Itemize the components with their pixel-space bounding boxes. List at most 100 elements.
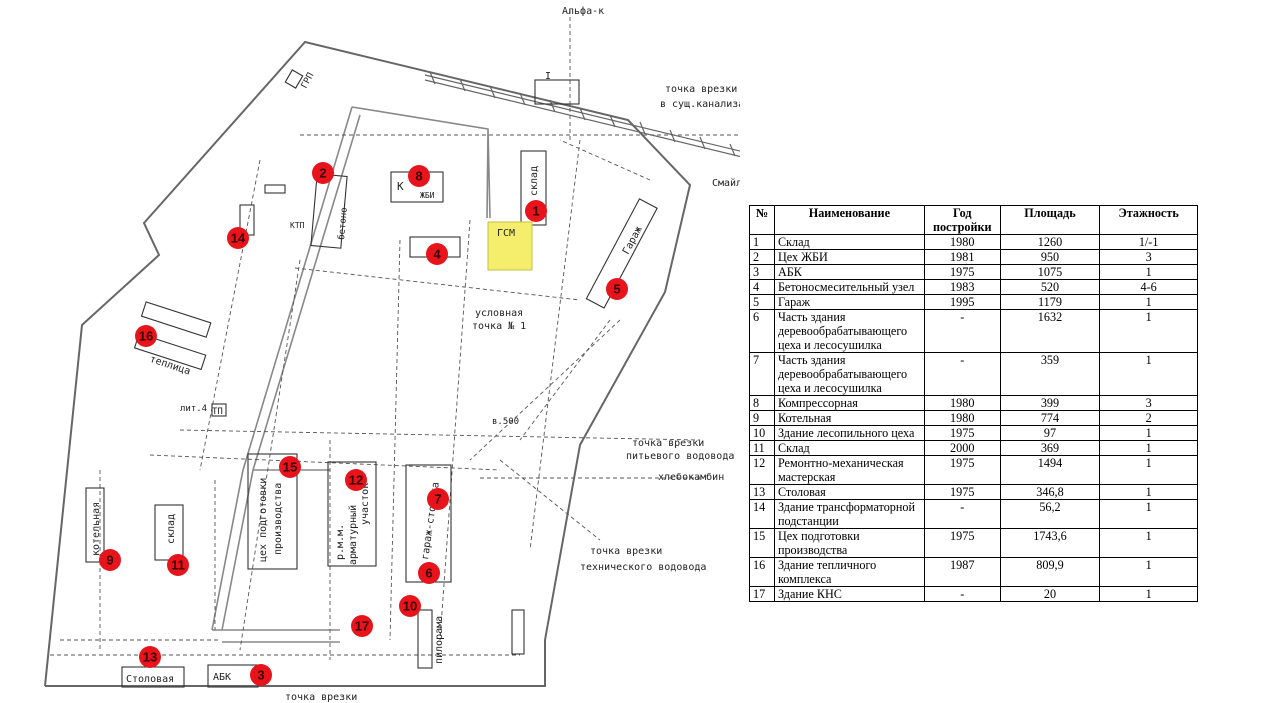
cell-area: 20 <box>999 586 1101 602</box>
header-year: Год постройки <box>923 205 1001 235</box>
cell-year: 1981 <box>923 249 1001 265</box>
label-conditional-1: условная <box>475 308 523 319</box>
building-rmm-12 <box>327 461 377 567</box>
legend-table: № Наименование Год постройки Площадь Эта… <box>749 205 1198 602</box>
cell-year: 1975 <box>923 484 1001 500</box>
cell-num: 13 <box>749 484 775 500</box>
marker-label: 4 <box>433 247 441 262</box>
cell-area: 1632 <box>999 309 1101 353</box>
cell-area: 520 <box>999 279 1101 295</box>
marker-label: 11 <box>171 558 185 573</box>
label-stolovaya: Столовая <box>126 674 174 685</box>
marker-label: 14 <box>231 231 246 246</box>
cell-area: 1179 <box>999 294 1101 310</box>
marker-6: 6 <box>418 562 440 584</box>
cell-num: 17 <box>749 586 775 602</box>
building-pilorama-10 <box>417 609 433 669</box>
cell-area: 1075 <box>999 264 1101 280</box>
cell-num: 7 <box>749 352 775 396</box>
cell-name: Бетоносмесительный узел <box>773 279 925 295</box>
cell-num: 12 <box>749 455 775 485</box>
marker-14: 14 <box>227 227 249 249</box>
cell-area: 359 <box>999 352 1101 396</box>
marker-label: 5 <box>613 282 620 297</box>
marker-13: 13 <box>139 646 161 668</box>
label-tie-sewer-1: точка врезки <box>665 84 737 95</box>
cell-name: Здание КНС <box>773 586 925 602</box>
cell-year: 1995 <box>923 294 1001 310</box>
cell-area: 950 <box>999 249 1101 265</box>
label-tsekh-podgotovki: цех подготовки <box>258 478 269 562</box>
cell-floors: 3 <box>1099 395 1198 411</box>
cell-floors: 1 <box>1099 352 1198 396</box>
cell-num: 3 <box>749 264 775 280</box>
marker-17: 17 <box>351 615 373 637</box>
building-gsm <box>487 221 533 271</box>
cell-name: Здание трансформаторной подстанции <box>773 499 925 529</box>
marker-9: 9 <box>99 549 121 571</box>
label-tie-bottom: точка врезки <box>285 692 357 703</box>
cell-num: 6 <box>749 309 775 353</box>
cell-year: 1975 <box>923 425 1001 441</box>
cell-year: 1980 <box>923 234 1001 250</box>
cell-floors: 1 <box>1099 586 1198 602</box>
marker-label: 8 <box>415 169 422 184</box>
internal-road <box>211 106 491 643</box>
site-plan-drawing: Альфа-к точка врезки в сущ.канализацию С… <box>44 5 740 703</box>
label-uchastok: участок <box>360 483 371 525</box>
marker-3: 3 <box>250 664 272 686</box>
label-garazh-top: Гараж <box>621 225 645 257</box>
building-kotelnaya-9 <box>85 487 105 563</box>
utility-lines <box>50 10 740 660</box>
cell-name: Часть здания деревообрабатывающего цеха … <box>773 352 925 396</box>
label-gsm: ГСМ <box>497 228 515 239</box>
cell-year: 2000 <box>923 440 1001 456</box>
marker-12: 12 <box>345 469 367 491</box>
cell-num: 11 <box>749 440 775 456</box>
cell-year: - <box>923 309 1001 353</box>
header-area: Площадь <box>999 205 1101 235</box>
cell-floors: 1 <box>1099 484 1198 500</box>
buildings-legend: № Наименование Год постройки Площадь Эта… <box>749 205 1198 602</box>
cell-num: 8 <box>749 395 775 411</box>
railway <box>424 71 740 158</box>
label-roman: I <box>545 71 551 82</box>
label-ktp: КТП <box>290 221 305 230</box>
cell-floors: 1 <box>1099 440 1198 456</box>
header-name: Наименование <box>773 205 925 235</box>
label-khlebokombin: хлебокамбин <box>658 471 724 483</box>
label-k: К <box>397 180 404 193</box>
marker-label: 13 <box>143 650 157 665</box>
marker-label: 6 <box>425 566 432 581</box>
label-tie-technical-2: технического водовода <box>580 562 706 573</box>
label-pilorama: пилорама <box>434 616 445 664</box>
marker-label: 15 <box>283 460 297 475</box>
marker-4: 4 <box>426 243 448 265</box>
cell-name: Склад <box>773 440 925 456</box>
cell-floors: 4-6 <box>1099 279 1198 295</box>
cell-year: 1975 <box>923 455 1001 485</box>
legend-header-row: № Наименование Год постройки Площадь Эта… <box>749 205 1198 235</box>
building-teplitsa-16 <box>140 301 212 338</box>
cell-year: 1980 <box>923 395 1001 411</box>
cell-year: 1983 <box>923 279 1001 295</box>
marker-1: 1 <box>525 200 547 222</box>
cell-year: 1975 <box>923 528 1001 558</box>
cell-num: 4 <box>749 279 775 295</box>
cell-area: 1743,6 <box>999 528 1101 558</box>
cell-floors: 3 <box>1099 249 1198 265</box>
cell-name: Компрессорная <box>773 395 925 411</box>
cell-area: 56,2 <box>999 499 1101 529</box>
label-kotelnaya: котельная <box>91 502 102 556</box>
cell-area: 1494 <box>999 455 1101 485</box>
label-zhbi: ЖБИ <box>420 191 435 200</box>
label-rmm: р.м.м. <box>335 524 346 560</box>
marker-label: 9 <box>106 553 113 568</box>
cell-name: Столовая <box>773 484 925 500</box>
